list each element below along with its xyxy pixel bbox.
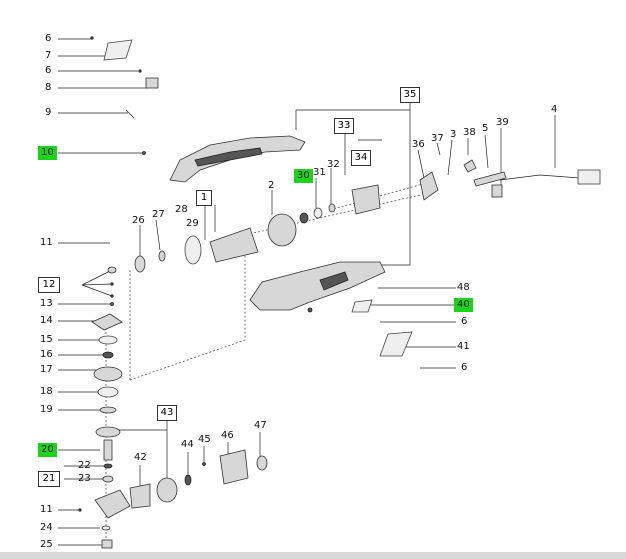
accessory-parts: [129, 449, 268, 509]
label-36: 36: [412, 139, 425, 150]
assembly-axis-lines: [105, 181, 431, 545]
label-5: 5: [482, 123, 489, 134]
label-6-second: 6: [45, 65, 52, 76]
label-1-box: 1: [196, 190, 212, 206]
label-25: 25: [40, 539, 53, 550]
label-39: 39: [496, 117, 509, 128]
label-43-box: 43: [157, 405, 177, 421]
housing-lower: [249, 261, 413, 357]
label-29: 29: [186, 218, 199, 229]
label-46: 46: [221, 430, 234, 441]
label-48: 48: [457, 282, 470, 293]
label-8: 8: [45, 82, 52, 93]
label-20-highlighted: 20: [38, 443, 57, 457]
label-17: 17: [40, 364, 53, 375]
label-4: 4: [551, 104, 558, 115]
label-2: 2: [268, 180, 275, 191]
small-parts-top-left: [90, 36, 159, 155]
label-23: 23: [78, 473, 91, 484]
gearhead-assembly: [78, 266, 131, 549]
label-30-highlighted: 30: [294, 169, 313, 183]
label-19: 19: [40, 404, 53, 415]
label-9: 9: [45, 107, 52, 118]
label-11-lower: 11: [40, 504, 53, 515]
label-14: 14: [40, 315, 53, 326]
label-10-highlighted: 10: [38, 146, 57, 160]
label-37: 37: [431, 133, 444, 144]
label-6-right-lower: 6: [461, 362, 468, 373]
label-33-box: 33: [334, 118, 354, 134]
label-40-highlighted: 40: [454, 298, 473, 312]
label-42: 42: [134, 452, 147, 463]
label-41: 41: [457, 341, 470, 352]
label-44: 44: [181, 439, 194, 450]
label-13: 13: [40, 298, 53, 309]
label-15: 15: [40, 334, 53, 345]
label-34-box: 34: [351, 150, 371, 166]
label-28: 28: [175, 204, 188, 215]
label-26: 26: [132, 215, 145, 226]
label-27: 27: [152, 209, 165, 220]
label-47: 47: [254, 420, 267, 431]
label-35-box: 35: [400, 87, 420, 103]
label-31: 31: [313, 167, 326, 178]
label-22: 22: [78, 460, 91, 471]
housing-upper: [169, 135, 306, 183]
motor-assembly: [134, 159, 601, 273]
label-6-top: 6: [45, 33, 52, 44]
label-6-right-upper: 6: [461, 316, 468, 327]
label-24: 24: [40, 522, 53, 533]
label-16: 16: [40, 349, 53, 360]
label-11-upper: 11: [40, 237, 53, 248]
label-38: 38: [463, 127, 476, 138]
bottom-scroll-strip: [0, 552, 626, 559]
label-7: 7: [45, 50, 52, 61]
label-32: 32: [327, 159, 340, 170]
label-45: 45: [198, 434, 211, 445]
label-3: 3: [450, 129, 457, 140]
label-12-box: 12: [38, 277, 60, 293]
label-18: 18: [40, 386, 53, 397]
label-21-box: 21: [38, 471, 60, 487]
